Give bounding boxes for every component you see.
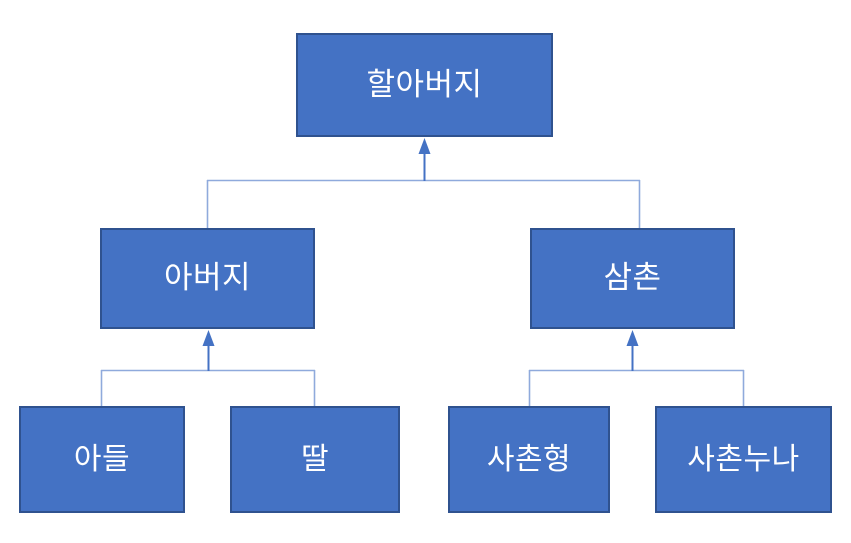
node-female-cousin[interactable]: 사촌누나 xyxy=(655,406,832,513)
node-label-male-cousin: 사촌형 xyxy=(486,443,572,476)
node-label-father: 아버지 xyxy=(163,260,252,296)
node-uncle[interactable]: 삼촌 xyxy=(530,228,735,329)
node-label-son: 아들 xyxy=(73,443,131,476)
arrowhead-to-uncle xyxy=(626,330,639,346)
node-grandfather[interactable]: 할아버지 xyxy=(296,33,553,137)
node-label-grandfather: 할아버지 xyxy=(366,66,483,102)
node-label-uncle: 삼촌 xyxy=(603,260,662,296)
connector-group-father xyxy=(100,330,316,406)
connector-group-uncle xyxy=(528,330,745,406)
node-label-female-cousin: 사촌누나 xyxy=(687,443,800,476)
node-daughter[interactable]: 딸 xyxy=(230,406,400,513)
node-male-cousin[interactable]: 사촌형 xyxy=(448,406,610,513)
connector-group-grandfather xyxy=(206,138,641,228)
node-father[interactable]: 아버지 xyxy=(100,228,315,329)
node-son[interactable]: 아들 xyxy=(19,406,185,513)
node-label-daughter: 딸 xyxy=(300,443,330,476)
arrowhead-to-grandfather xyxy=(418,138,431,154)
arrowhead-to-father xyxy=(202,330,215,346)
